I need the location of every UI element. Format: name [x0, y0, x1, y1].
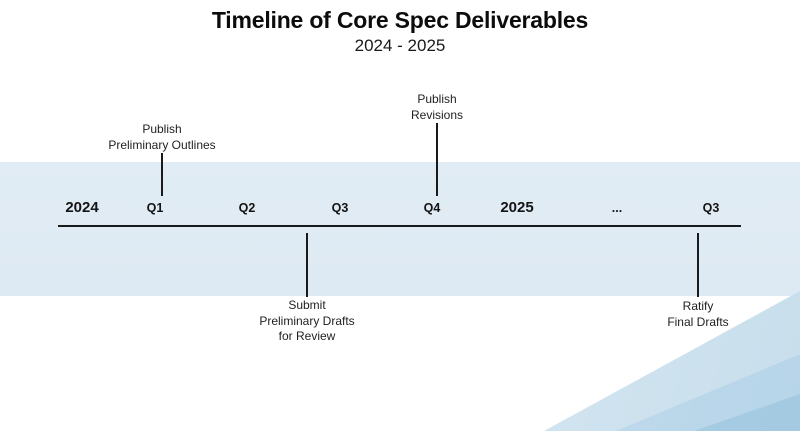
page-subtitle: 2024 - 2025: [354, 36, 446, 55]
event-line: Submit: [288, 298, 326, 312]
connector-publish-revisions: [436, 123, 438, 196]
axis-label-q1: Q1: [146, 201, 164, 215]
timeline-band: [0, 162, 800, 296]
event-line: Preliminary Drafts: [259, 313, 355, 328]
event-line: Preliminary Outlines: [108, 137, 216, 152]
event-publish-revisions: Publish Revisions: [337, 92, 537, 123]
event-line: Publish: [142, 122, 182, 136]
axis-label-q4: Q4: [423, 201, 441, 215]
axis-label-year-2025: 2025: [500, 199, 534, 216]
axis-label-q2: Q2: [238, 201, 256, 215]
axis-label-q3-2025: Q3: [702, 201, 720, 215]
event-submit-preliminary-drafts: Submit Preliminary Drafts for Review: [207, 298, 407, 345]
axis-label-ellipsis: ...: [611, 201, 623, 215]
event-line: Final Drafts: [667, 314, 729, 329]
axis-label-year-2024: 2024: [65, 199, 99, 216]
event-publish-preliminary-outlines: Publish Preliminary Outlines: [62, 122, 262, 153]
connector-publish-preliminary-outlines: [161, 153, 163, 196]
event-ratify-final-drafts: Ratify Final Drafts: [598, 299, 798, 330]
timeline-axis: [58, 225, 741, 227]
event-line: Revisions: [410, 107, 464, 122]
page-title: Timeline of Core Spec Deliverables: [211, 7, 589, 33]
event-line: Ratify: [682, 299, 714, 313]
event-line: for Review: [278, 329, 336, 343]
event-line: Publish: [417, 92, 457, 106]
connector-submit-preliminary-drafts: [306, 233, 308, 297]
axis-label-q3-2024: Q3: [331, 201, 349, 215]
connector-ratify-final-drafts: [697, 233, 699, 297]
